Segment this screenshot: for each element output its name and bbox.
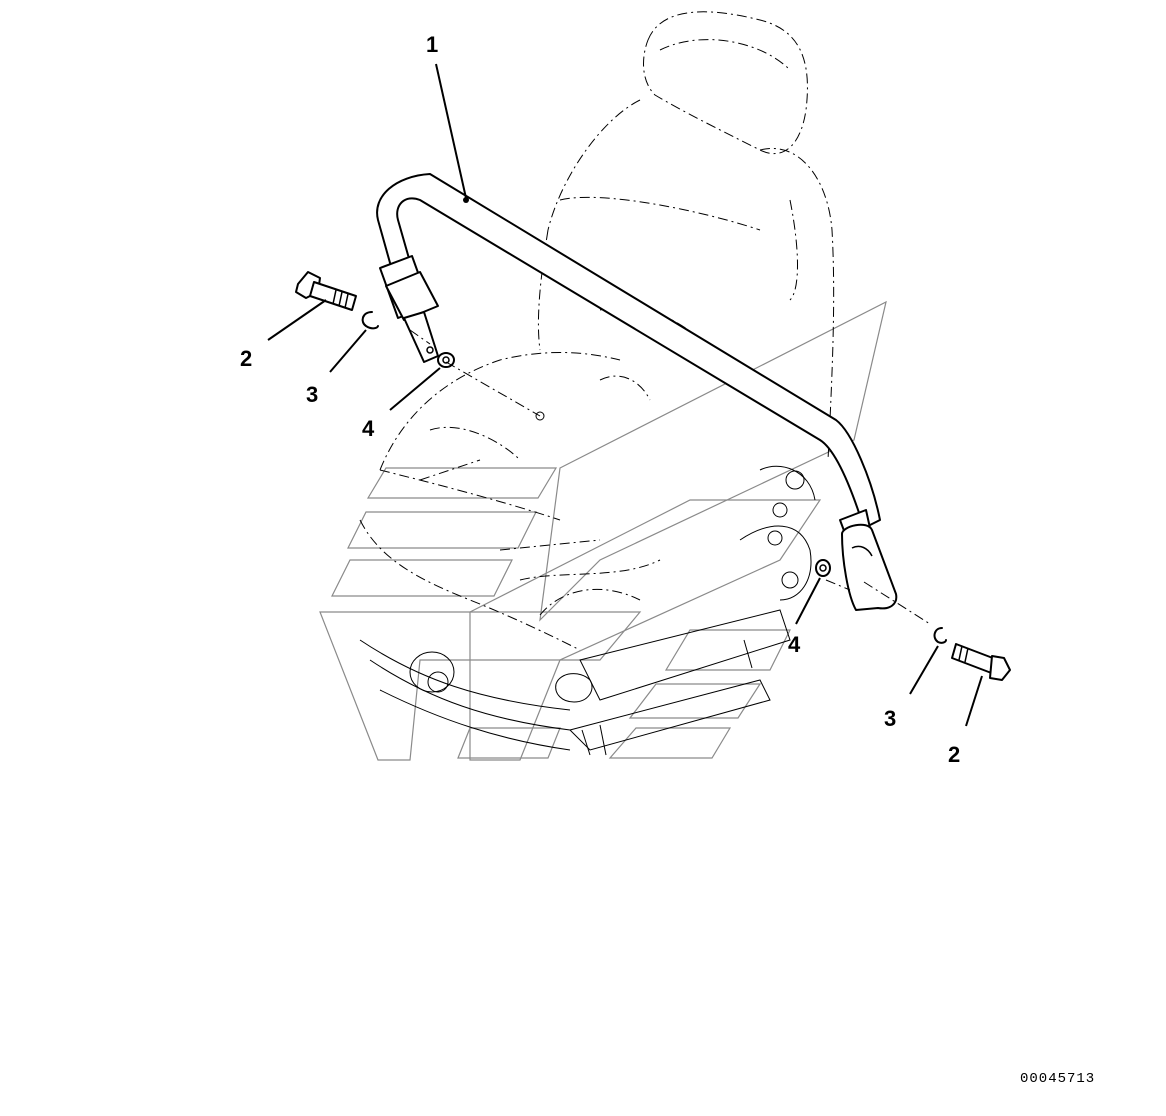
callout-3-right: 3 <box>884 706 896 731</box>
watermark-logo <box>319 300 887 761</box>
document-number: 00045713 <box>1020 1071 1095 1087</box>
bolt-right <box>951 643 1011 681</box>
seat-adjust-knob-right <box>555 673 593 703</box>
callout-3-left: 3 <box>306 382 318 407</box>
callout-2-right: 2 <box>948 742 960 767</box>
bolt-left <box>295 271 357 311</box>
callout-4-right: 4 <box>788 632 801 657</box>
washer-right <box>815 559 831 577</box>
assembly-centerlines <box>409 329 931 625</box>
seat-belt-assembly <box>376 173 898 611</box>
washer-left <box>437 352 455 368</box>
spring-washer-left <box>361 311 379 330</box>
callout-2-left: 2 <box>240 346 252 371</box>
callout-4-left: 4 <box>362 416 375 441</box>
seat-adjust-knob-left <box>409 651 455 693</box>
spring-washer-right <box>933 627 947 644</box>
seat-outline-phantom <box>359 11 835 756</box>
leader-lines <box>267 63 983 727</box>
callout-1: 1 <box>426 32 438 57</box>
